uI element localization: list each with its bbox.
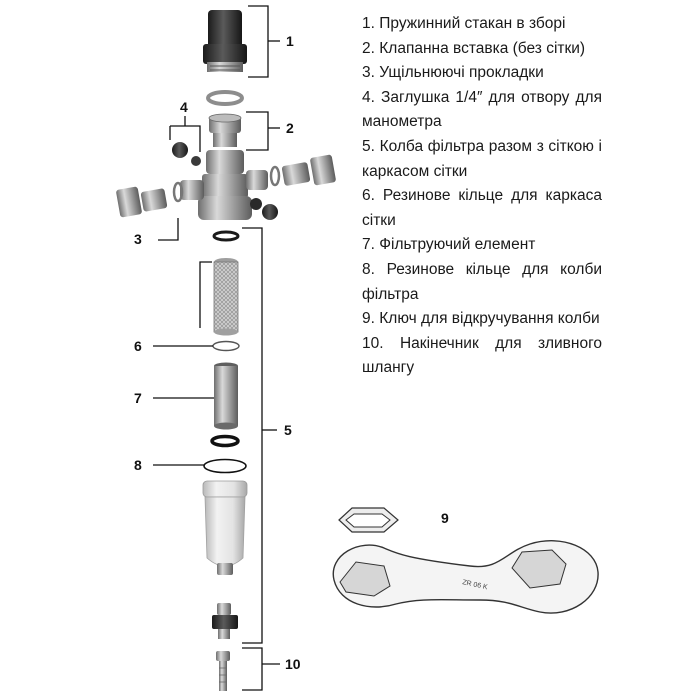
legend-item-3: 3. Ущільнюючі прокладки [362, 64, 544, 82]
rubber-ring-sieve [212, 340, 240, 352]
right-union [269, 154, 336, 187]
legend-item-1: 1. Пружинний стакан в зборі [362, 15, 566, 32]
callout-1: 1 [248, 5, 294, 78]
callout-label-6: 6 [134, 338, 142, 354]
legend-item-10: 10. Накінечник для зливного шлангу [362, 334, 603, 377]
callout-6: 6 [134, 261, 213, 354]
filter-bowl [202, 480, 248, 575]
wrench: ZR 06 K [332, 540, 599, 614]
legend-item-2: 2. Клапанна вставка (без сітки) [362, 39, 586, 57]
callout-8: 8 [134, 457, 204, 473]
manometer-plug-left [172, 142, 188, 158]
callout-label-2: 2 [286, 120, 294, 136]
callout-9: 9 [441, 510, 449, 526]
o-ring-black [210, 434, 240, 448]
callout-2: 2 [246, 111, 294, 151]
wrench-nut [338, 507, 399, 533]
callout-label-9: 9 [441, 510, 449, 526]
valve-insert [208, 113, 242, 147]
body-plug-right-outer [262, 204, 278, 220]
drain-valve [212, 603, 238, 639]
legend-item-9: 9. Ключ для відкручування колби [362, 310, 600, 328]
legend-item-4: 4. Заглушка 1/4″ для отвору для манометр… [362, 88, 602, 131]
hose-nozzle [216, 651, 230, 691]
callout-4: 4 [169, 99, 201, 152]
callout-label-8: 8 [134, 457, 142, 473]
body-plug-right [250, 198, 262, 210]
legend-item-8: 8. Резинове кільце для колби фільтра [362, 260, 602, 303]
callout-label-10: 10 [285, 656, 301, 672]
parts-legend: 1. Пружинний стакан в зборі 2. Клапанна … [362, 12, 602, 381]
callout-label-4: 4 [180, 99, 188, 115]
filter-body [180, 150, 268, 220]
sieve-frame-top-ring [212, 230, 240, 242]
callout-label-1: 1 [286, 33, 294, 49]
spring-cup-assembly [203, 10, 247, 72]
sealing-gasket [206, 90, 244, 106]
callout-label-7: 7 [134, 390, 142, 406]
legend-item-5: 5. Колба фільтра разом з сіткою і каркас… [362, 137, 602, 180]
left-union [116, 181, 184, 218]
sieve-frame [213, 258, 239, 336]
legend-item-7: 7. Фільтруючий елемент [362, 236, 536, 254]
rubber-ring-bowl [203, 458, 247, 474]
callout-7: 7 [134, 390, 214, 406]
filter-element [214, 362, 238, 430]
callout-10: 10 [242, 647, 301, 691]
callout-3: 3 [134, 218, 179, 247]
callout-label-3: 3 [134, 231, 142, 247]
callout-5: 5 [242, 227, 292, 644]
legend-item-6: 6. Резинове кільце для каркаса сітки [362, 187, 602, 229]
callout-label-5: 5 [284, 422, 292, 438]
manometer-plug-inner [191, 156, 201, 166]
